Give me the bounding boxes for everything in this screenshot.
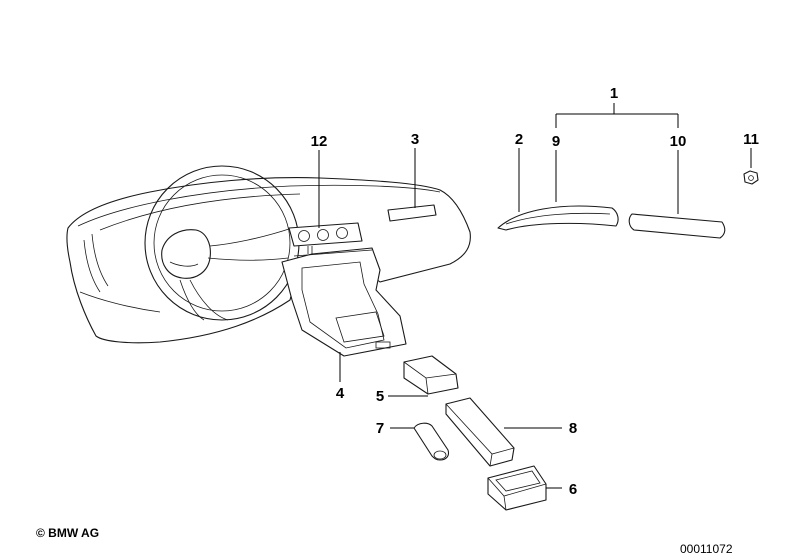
- trim-strip-straight: [628, 213, 726, 239]
- callout-2: 2: [515, 131, 523, 148]
- diagram-id: 00011072: [680, 542, 733, 556]
- leader-lines: [318, 103, 752, 489]
- callout-12: 12: [311, 133, 328, 150]
- callout-3: 3: [411, 131, 419, 148]
- callout-6: 6: [569, 481, 577, 498]
- callout-1: 1: [610, 85, 618, 102]
- trim-strip-curved: [497, 205, 619, 231]
- callout-5: 5: [376, 388, 384, 405]
- callout-10: 10: [670, 133, 687, 150]
- tray: [487, 465, 547, 511]
- dashboard-illustration: [66, 165, 471, 357]
- cover-panel: [445, 397, 515, 467]
- callout-4: 4: [336, 385, 345, 402]
- hex-nut: [743, 170, 759, 185]
- handle: [413, 422, 450, 461]
- copyright-notice: © BMW AG: [36, 526, 99, 540]
- callout-9: 9: [552, 133, 560, 150]
- callout-7: 7: [376, 420, 384, 437]
- callout-8: 8: [569, 420, 577, 437]
- callout-11: 11: [743, 131, 759, 148]
- storage-box: [403, 355, 459, 395]
- callout-labels: 1 2 3 9 10 11 12 4 5 7 8 6: [311, 85, 759, 498]
